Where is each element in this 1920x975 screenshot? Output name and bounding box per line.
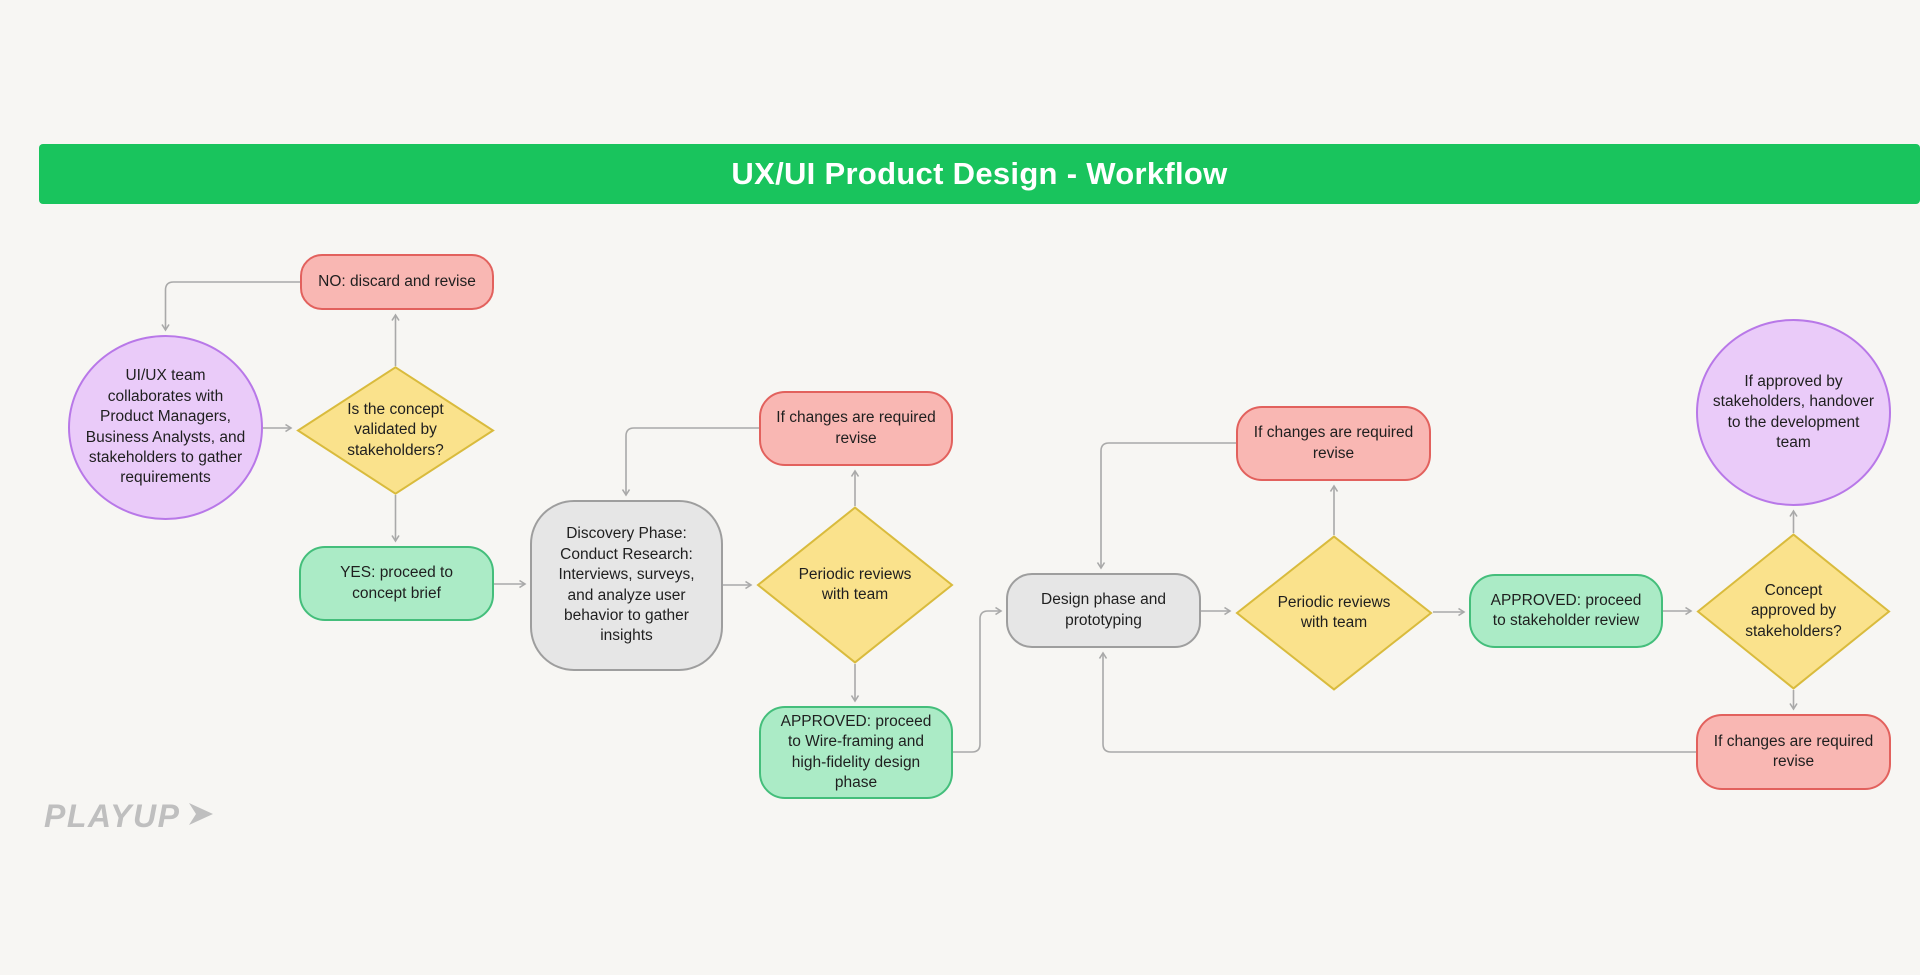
arrow-approved1-to-design (953, 606, 1003, 753)
arrow-no-to-requirements (161, 281, 300, 332)
arrow-revise2-to-design (1096, 442, 1236, 570)
node-handover-development: If approved by stakeholders, handover to… (1696, 319, 1891, 506)
page-title: UX/UI Product Design - Workflow (731, 156, 1228, 191)
play-arrow-icon (187, 801, 215, 832)
node-label: YES: proceed to concept brief (340, 564, 453, 602)
title-banner: UX/UI Product Design - Workflow (39, 144, 1920, 204)
node-label: APPROVED: proceed to Wire-framing and hi… (780, 712, 932, 791)
node-label: Design phase and prototyping (1041, 591, 1166, 629)
diamond-shape (756, 506, 954, 664)
node-revise-1: If changes are required revise (759, 391, 953, 466)
node-no-discard-revise: NO: discard and revise (300, 254, 494, 310)
node-revise-2: If changes are required revise (1236, 406, 1431, 481)
node-design-phase: Design phase and prototyping (1006, 573, 1201, 648)
node-label: If approved by stakeholders, handover to… (1712, 372, 1875, 451)
node-periodic-review-1: Periodic reviews with team (756, 506, 954, 664)
node-label: If changes are required revise (1713, 732, 1874, 770)
node-concept-validation-decision: Is the concept validated by stakeholders… (296, 366, 495, 495)
logo-text: PLAYUP (44, 798, 181, 834)
node-label: UI/UX team collaborates with Product Man… (85, 367, 246, 487)
node-label: Concept approved by stakeholders? (1745, 581, 1842, 640)
node-label: If changes are required revise (1253, 424, 1414, 462)
diamond-shape (1696, 533, 1891, 690)
node-label: Discovery Phase: Conduct Research: Inter… (558, 525, 695, 645)
node-label: NO: discard and revise (318, 272, 476, 290)
node-label: Periodic reviews with team (1277, 593, 1391, 631)
playup-logo: PLAYUP (44, 798, 215, 835)
diamond-shape (296, 366, 495, 495)
node-label: Is the concept validated by stakeholders… (347, 400, 444, 459)
arrow-revise3-to-design (1098, 651, 1696, 753)
node-approved-wireframing: APPROVED: proceed to Wire-framing and hi… (759, 706, 953, 799)
node-label: APPROVED: proceed to stakeholder review (1490, 591, 1642, 629)
node-revise-3: If changes are required revise (1696, 714, 1891, 790)
node-stakeholder-approval-decision: Concept approved by stakeholders? (1696, 533, 1891, 690)
node-label: Periodic reviews with team (798, 565, 912, 603)
node-discovery-phase: Discovery Phase: Conduct Research: Inter… (530, 500, 723, 671)
node-approved-stakeholder-review: APPROVED: proceed to stakeholder review (1469, 574, 1663, 648)
node-requirements-gathering: UI/UX team collaborates with Product Man… (68, 335, 263, 520)
node-yes-concept-brief: YES: proceed to concept brief (299, 546, 494, 621)
node-periodic-review-2: Periodic reviews with team (1235, 535, 1433, 691)
arrow-revise1-to-discovery (621, 427, 759, 497)
node-label: If changes are required revise (776, 409, 936, 447)
diamond-shape (1235, 535, 1433, 691)
